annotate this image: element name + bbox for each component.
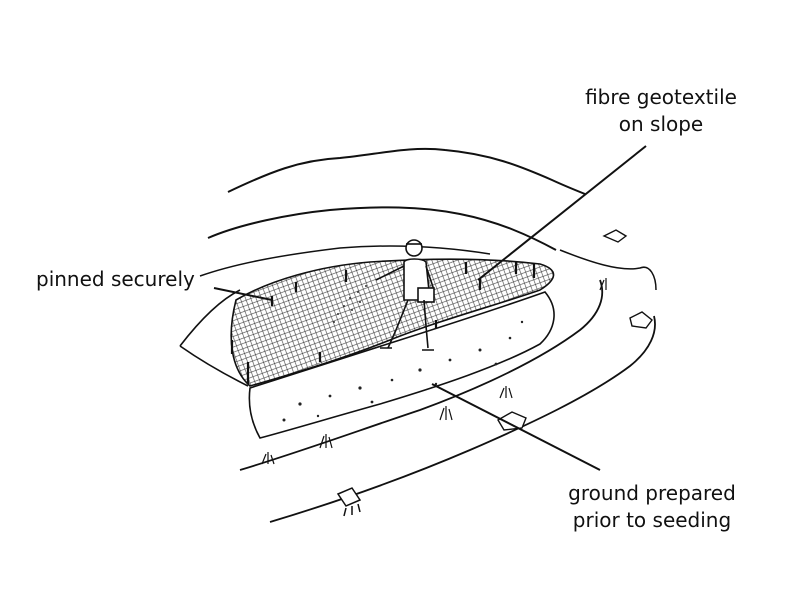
label-geotextile-line1: fibre geotextile [566,84,756,111]
label-fibre-geotextile: fibre geotextile on slope [566,84,756,138]
far-hill-outline [228,149,585,194]
label-geotextile-line2: on slope [566,111,756,138]
drain-pipe [338,488,360,516]
leader-ground [432,384,600,470]
leader-geotextile [478,146,646,280]
near-hill-outline [208,207,556,250]
label-ground-line1: ground prepared [552,480,752,507]
label-pinned-securely: pinned securely [36,266,195,293]
label-pinned-text: pinned securely [36,266,195,293]
label-ground-line2: prior to seeding [552,507,752,534]
label-ground-prepared: ground prepared prior to seeding [552,480,752,534]
right-bank [560,250,656,290]
